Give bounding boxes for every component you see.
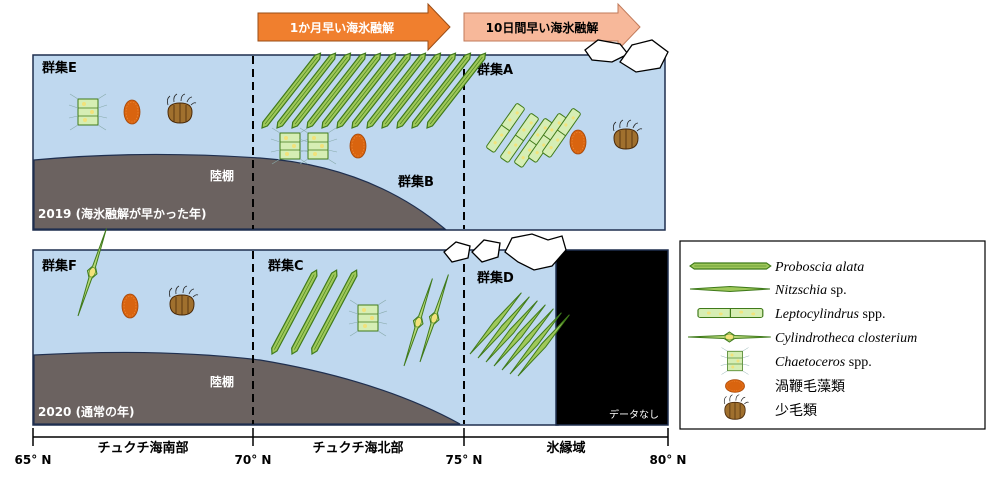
- legend-item-ciliate: 少毛類: [723, 394, 817, 420]
- early-10days-label: 10日間早い海氷融解: [486, 20, 599, 35]
- early-melt-month-arrow: 1か月早い海氷融解: [257, 2, 451, 52]
- tick-75n: 75° N: [446, 453, 483, 467]
- community-c: 群集C: [268, 258, 304, 274]
- dinoflagellate-icon: [725, 379, 745, 393]
- shelf-label-2019: 陸棚: [210, 168, 234, 183]
- community-e: 群集E: [42, 60, 77, 76]
- svg-text:Nitzschia sp.: Nitzschia sp.: [774, 283, 847, 298]
- leptocylindrus-icon: [697, 307, 764, 319]
- legend: Proboscia alata Nitzschia sp. Leptocylin…: [679, 240, 986, 430]
- tick-80n: 80° N: [650, 453, 687, 467]
- latitude-axis: 65° N 70° N 75° N 80° N チュクチ海南部 チュクチ海北部 …: [15, 428, 687, 467]
- dinoflagellate-f-icon: [121, 293, 139, 319]
- svg-text:Proboscia alata: Proboscia alata: [774, 260, 864, 275]
- year-label-2019: 2019 (海氷融解が早かった年): [38, 206, 207, 221]
- legend-item-nitzschia: Nitzschia sp.: [689, 283, 847, 298]
- shelf-2020: [33, 351, 461, 425]
- region-ice-edge: 氷縁域: [546, 440, 585, 456]
- year-label-2020: 2020 (通常の年): [38, 404, 135, 419]
- early-melt-10days-arrow: 10日間早い海氷融解: [463, 2, 641, 52]
- proboscia-icon: [689, 262, 772, 270]
- panel-2019: 陸棚 2019 (海氷融解が早かった年) 群集E 群集A 群集B: [32, 39, 669, 231]
- early-month-label: 1か月早い海氷融解: [290, 20, 394, 35]
- dinoflagellate-e-icon: [123, 99, 141, 125]
- community-b: 群集B: [398, 174, 434, 190]
- svg-text:Leptocylindrus spp.: Leptocylindrus spp.: [774, 307, 885, 322]
- legend-item-leptocylindrus: Leptocylindrus spp.: [697, 307, 885, 322]
- svg-text:Chaetoceros spp.: Chaetoceros spp.: [775, 355, 872, 370]
- ice-floes-2020: [443, 233, 567, 271]
- legend-item-chaetoceros: Chaetoceros spp.: [720, 347, 872, 375]
- no-data-region: [555, 249, 669, 426]
- legend-label-proboscia: Proboscia alata: [774, 260, 864, 275]
- legend-label-leptocylindrus: Leptocylindrus: [774, 307, 860, 322]
- tick-70n: 70° N: [235, 453, 272, 467]
- legend-item-cylindrotheca: Cylindrotheca closterium: [687, 331, 917, 346]
- panel-2020: データなし 陸棚 2020 (通常の年) 群集F 群集C 群集D: [32, 226, 669, 426]
- legend-item-dinoflagellate: 渦鞭毛藻類: [725, 379, 845, 395]
- no-data-label: データなし: [609, 408, 659, 421]
- shelf-label-2020: 陸棚: [210, 374, 234, 389]
- region-south-chukchi: チュクチ海南部: [97, 440, 188, 456]
- ice-floes-2019: [584, 39, 669, 73]
- dinoflagellate-b-icon: [349, 133, 367, 159]
- legend-label-chaetoceros: Chaetoceros: [775, 355, 846, 370]
- legend-label-ciliate: 少毛類: [775, 403, 817, 419]
- community-a: 群集A: [477, 62, 513, 78]
- shelf-2019: [33, 153, 447, 230]
- region-north-chukchi: チュクチ海北部: [312, 440, 403, 456]
- legend-label-nitzschia: Nitzschia: [774, 283, 827, 298]
- svg-text:Cylindrotheca closterium: Cylindrotheca closterium: [775, 331, 917, 346]
- legend-item-proboscia: Proboscia alata: [689, 260, 864, 275]
- dinoflagellate-a-icon: [569, 129, 587, 155]
- tick-65n: 65° N: [15, 453, 52, 467]
- legend-label-dinoflagellate: 渦鞭毛藻類: [775, 379, 845, 395]
- legend-label-cylindrotheca: Cylindrotheca closterium: [775, 331, 917, 346]
- community-f: 群集F: [42, 258, 77, 274]
- community-d: 群集D: [477, 270, 514, 286]
